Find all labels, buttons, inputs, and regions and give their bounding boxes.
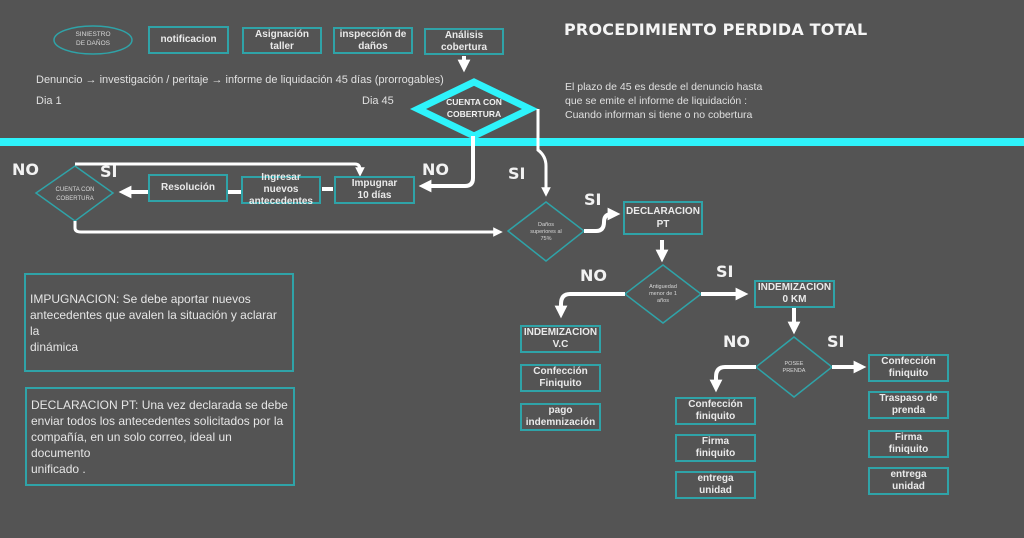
label-si-main: SI <box>508 164 526 183</box>
danos-decision-diamond <box>506 201 586 262</box>
start-ellipse <box>53 25 133 55</box>
timeline-text: Denuncio → investigación / peritaje → in… <box>36 74 444 86</box>
label-si-prenda: SI <box>827 332 845 351</box>
arrow-danos-to-declaracion <box>584 207 621 233</box>
note-impugnacion: IMPUGNACION: Se debe aportar nuevos ante… <box>24 273 294 372</box>
day-start-label: Dia 1 <box>36 95 62 107</box>
no-prenda-step-firma: Firma finiquito <box>675 434 756 462</box>
label-no-left: NO <box>12 160 39 179</box>
prenda-decision-label: POSEE PRENDA <box>782 361 806 374</box>
label-no-impugnar: NO <box>422 160 449 179</box>
step-resolucion: Resolución <box>148 174 228 202</box>
danos-decision-label: Daños superiores al 75% <box>530 222 562 242</box>
arrow-prenda-no <box>709 365 756 393</box>
si-prenda-step-firma: Firma finiquito <box>868 430 949 458</box>
step-declaracion-pt: DECLARACION PT <box>623 201 703 235</box>
label-no-antiguedad: NO <box>580 266 607 285</box>
arrow-si-to-danos <box>536 109 551 197</box>
step-notificacion: notificacion <box>148 26 229 54</box>
vc-step-confeccion-finiquito: Confección Finiquito <box>520 364 601 392</box>
arrow-bottom-to-danos <box>73 221 503 237</box>
plazo-note: El plazo de 45 es desde el denuncio hast… <box>565 81 763 121</box>
antiguedad-decision-diamond <box>623 264 703 324</box>
coverage-decision-label: CUENTA CON COBERTURA <box>55 187 95 202</box>
label-si-antiguedad: SI <box>716 262 734 281</box>
page-title: PROCEDIMIENTO PERDIDA TOTAL <box>564 20 868 39</box>
si-prenda-step-traspaso: Traspaso de prenda <box>868 391 949 419</box>
step-impugnar: Impugnar 10 días <box>334 176 415 204</box>
si-prenda-step-entrega: entrega unidad <box>868 467 949 495</box>
day-end-label: Dia 45 <box>362 95 394 107</box>
step-analisis-cobertura: Análisis cobertura <box>424 28 504 55</box>
vc-step-pago-indemnizacion: pago indemnización <box>520 403 601 431</box>
start-node-label: SINIESTRO DE DAÑOS <box>75 31 111 47</box>
step-asignacion-taller: Asignación taller <box>242 27 322 54</box>
note-declaracion-pt: DECLARACION PT: Una vez declarada se deb… <box>25 387 295 486</box>
step-indemnizacion-0km: INDEMIZACION 0 KM <box>754 280 835 308</box>
arrow-no-to-indem-vc <box>554 292 625 319</box>
antiguedad-decision-label: Antiguedad menor de 1 años <box>649 284 677 304</box>
main-decision-label: CUENTA CON COBERTURA <box>446 97 502 119</box>
prenda-decision-diamond <box>754 336 834 398</box>
step-ingresar-antecedentes: Ingresar nuevos antecedentes <box>241 172 321 207</box>
step-indemnizacion-vc: INDEMIZACION V.C <box>520 325 601 353</box>
no-prenda-step-confeccion: Confección finiquito <box>675 397 756 425</box>
arrow-no-to-impugnar <box>418 136 475 193</box>
no-prenda-step-entrega: entrega unidad <box>675 471 756 499</box>
step-inspeccion-danos: inspección de daños <box>333 27 413 54</box>
arrow-si-loop-to-impugnar <box>75 162 365 177</box>
si-prenda-step-confeccion: Confección finiquito <box>868 354 949 382</box>
label-no-prenda: NO <box>723 332 750 351</box>
label-si-left: SI <box>100 162 118 181</box>
label-si-danos: SI <box>584 190 602 209</box>
section-divider <box>0 138 1024 146</box>
